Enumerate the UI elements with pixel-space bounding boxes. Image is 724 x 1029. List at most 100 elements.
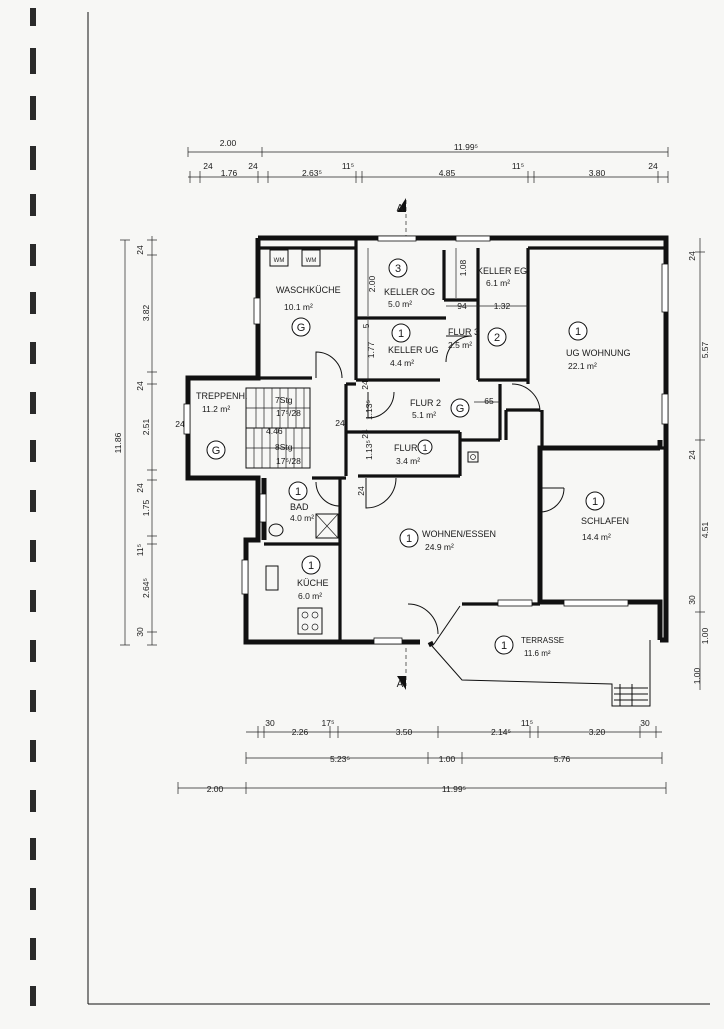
room-code: G bbox=[297, 322, 306, 334]
dim-label: 1.08 bbox=[458, 259, 468, 276]
room-code: 1 bbox=[295, 486, 301, 498]
dim-label: 24 bbox=[360, 429, 370, 439]
dim-label: 24 bbox=[335, 418, 345, 428]
dim-label: 2.00 bbox=[367, 275, 377, 292]
dim-label: 65 bbox=[484, 396, 494, 406]
wm-label: WM bbox=[306, 258, 317, 264]
room-code-circle bbox=[568, 321, 588, 341]
dim-label: 2.00 bbox=[220, 138, 237, 148]
chimney bbox=[467, 451, 479, 463]
room-code: 1 bbox=[422, 443, 427, 453]
washing-machine-1 bbox=[269, 249, 289, 267]
room-name: FLUR 3 bbox=[448, 327, 479, 337]
room-code-circle bbox=[388, 258, 408, 278]
room-keller-og: 3 KELLER OG 5.0 m² bbox=[384, 258, 435, 309]
room-treppenhaus: TREPPENH. 11.2 m² G bbox=[196, 391, 248, 460]
room-name: KELLER EG bbox=[477, 266, 527, 276]
dim-label: 3.50 bbox=[396, 727, 413, 737]
dim-label: 2.00 bbox=[207, 784, 224, 794]
inner-dimensions: 2.00 1.08 1.32 94 5 1.77 1.13⁵ 1.13⁵ 65 … bbox=[175, 248, 528, 496]
room-name: BAD bbox=[290, 502, 309, 512]
dim-label: 11⁵ bbox=[135, 544, 145, 556]
room-name: TERRASSE bbox=[521, 636, 564, 645]
dim-label: 30 bbox=[640, 718, 650, 728]
dim-label: 4.85 bbox=[439, 168, 456, 178]
room-code: 3 bbox=[395, 263, 401, 275]
dim-label: 3.82 bbox=[141, 304, 151, 321]
room-waschkueche: WASCHKÜCHE 10.1 m² G bbox=[276, 285, 341, 337]
room-code: G bbox=[212, 445, 221, 457]
room-flur2: FLUR 2 5.1 m² G bbox=[410, 398, 470, 420]
dim-bottom-row1: 30 2.26 17⁵ 3.50 2.14⁵ 11⁵ 3.20 30 bbox=[246, 718, 662, 738]
dim-label: 1.00 bbox=[439, 754, 456, 764]
room-code-circle bbox=[206, 440, 226, 460]
room-area: 14.4 m² bbox=[582, 532, 611, 542]
dim-bottom-row2: 5.23⁵ 1.00 5.76 bbox=[245, 752, 663, 764]
room-area: 22.1 m² bbox=[568, 361, 597, 371]
room-area: 3.4 m² bbox=[396, 456, 420, 466]
section-marker-top: A bbox=[397, 198, 407, 236]
section-marker-bottom: A bbox=[397, 648, 407, 690]
binder-holes bbox=[30, 8, 36, 1006]
room-code: 1 bbox=[406, 533, 412, 545]
dim-label: 1.00 bbox=[700, 627, 710, 644]
dim-label: 30 bbox=[135, 627, 145, 637]
dim-right: 24 5.57 24 4.51 30 1.00 1.00 bbox=[687, 238, 710, 690]
dim-label: 5.23⁵ bbox=[330, 754, 350, 764]
dim-label: 24 bbox=[360, 380, 370, 390]
room-name: FLUR 2 bbox=[410, 398, 441, 408]
fixtures: WM WM bbox=[265, 249, 479, 635]
dim-label: 30 bbox=[265, 718, 275, 728]
room-area: 4.0 m² bbox=[290, 513, 314, 523]
room-code-circle bbox=[301, 555, 321, 575]
stair-upper-rise: 17⁵/28 bbox=[276, 408, 301, 418]
dim-label: 4.51 bbox=[700, 521, 710, 538]
room-code: 1 bbox=[501, 640, 507, 652]
staircase bbox=[245, 387, 311, 469]
stair-notes: 7Stg 17⁵/28 4.46 8Stg 17⁵/28 bbox=[266, 395, 301, 466]
doors bbox=[315, 335, 565, 635]
room-code-circle bbox=[399, 528, 419, 548]
shower-tray bbox=[315, 513, 339, 539]
dim-label: 24 bbox=[687, 450, 697, 460]
dim-label: 3.20 bbox=[589, 727, 606, 737]
room-code-circle bbox=[417, 439, 433, 455]
room-name: KELLER OG bbox=[384, 287, 435, 297]
room-flur3: FLUR 3 2.5 m² bbox=[448, 327, 479, 350]
dim-label: 11⁵ bbox=[342, 161, 354, 171]
room-bad: 1 BAD 4.0 m² bbox=[288, 481, 314, 523]
dim-label: 1.76 bbox=[221, 168, 238, 178]
room-area: 6.1 m² bbox=[486, 278, 510, 288]
room-flur1: FLUR 1 1 3.4 m² bbox=[394, 439, 433, 466]
dim-label: 11⁵ bbox=[521, 718, 533, 728]
room-wohnen-essen: 1 WOHNEN/ESSEN 24.9 m² bbox=[399, 528, 496, 552]
dim-left-outer: 11.86 bbox=[113, 239, 130, 646]
room-code: 1 bbox=[592, 496, 598, 508]
room-code-circle bbox=[487, 327, 507, 347]
dim-label: 2.64⁵ bbox=[141, 578, 151, 598]
dim-label: 11.99⁵ bbox=[454, 142, 478, 152]
room-code-circle bbox=[391, 323, 411, 343]
room-name: KELLER UG bbox=[388, 345, 439, 355]
room-code: 1 bbox=[575, 326, 581, 338]
room-name: WASCHKÜCHE bbox=[276, 285, 341, 295]
dim-label: 24 bbox=[135, 245, 145, 255]
room-keller-ug: 1 KELLER UG 4.4 m² bbox=[388, 323, 439, 368]
dim-label: 17⁵ bbox=[322, 718, 335, 728]
dim-label: 1.13⁵ bbox=[364, 440, 374, 460]
room-area: 11.2 m² bbox=[202, 404, 230, 414]
dim-label: 2.63⁵ bbox=[302, 168, 322, 178]
section-marker-label: A bbox=[397, 203, 404, 214]
room-schlafen: 1 SCHLAFEN 14.4 m² bbox=[581, 491, 629, 542]
dim-label: 5 bbox=[361, 323, 371, 328]
room-keller-eg: KELLER EG 6.1 m² 2 bbox=[477, 266, 527, 347]
dim-label: 1.00 bbox=[692, 667, 702, 684]
dim-label: 24 bbox=[648, 161, 658, 171]
dim-label: 1.77 bbox=[366, 341, 376, 358]
dim-label: 94 bbox=[457, 301, 467, 311]
washing-machine-2 bbox=[301, 249, 321, 267]
room-code-circle bbox=[494, 635, 514, 655]
interior-walls bbox=[258, 240, 666, 642]
